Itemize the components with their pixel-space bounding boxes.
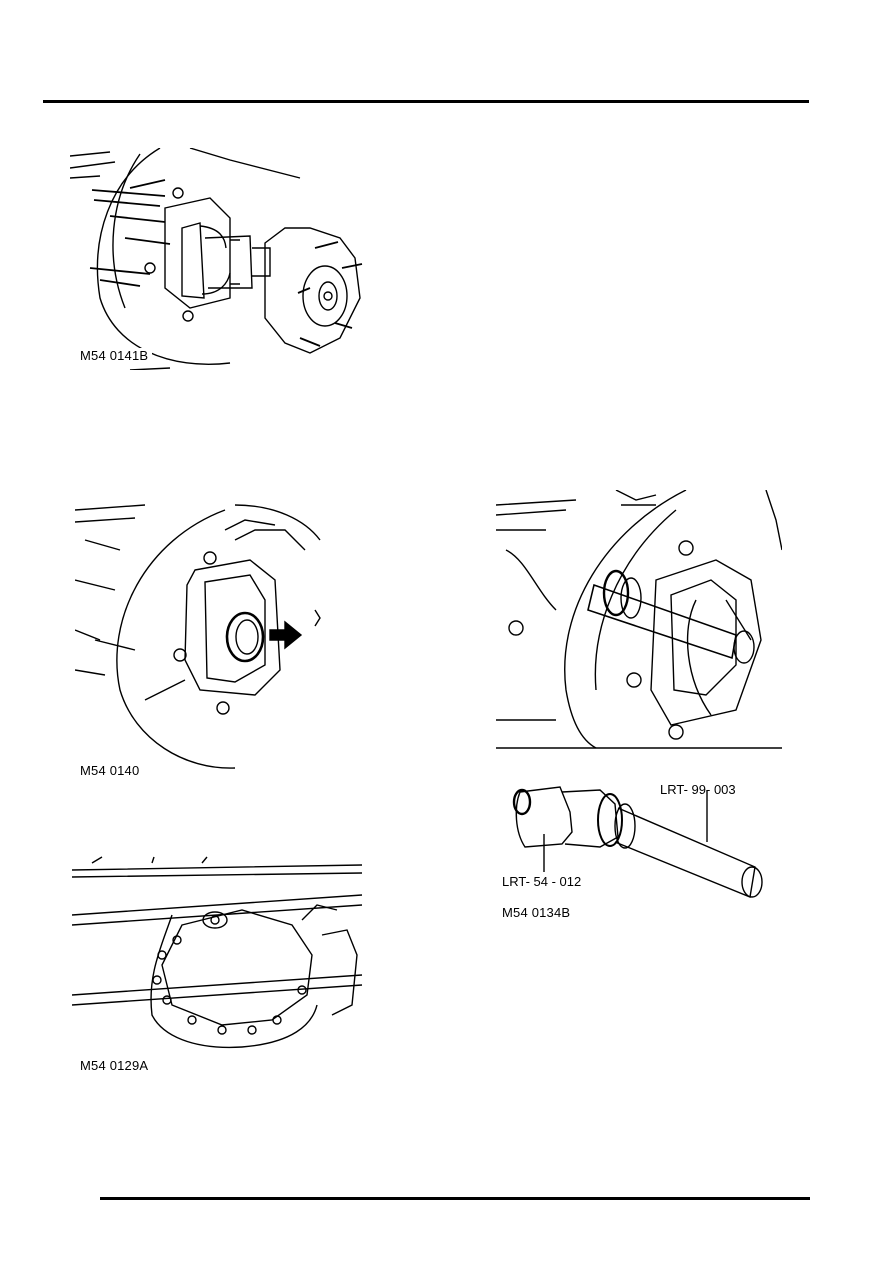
figure-caption: M54 0134B [502, 905, 571, 920]
figure-differential: M54 0129A [72, 855, 364, 1073]
top-rule [43, 100, 809, 103]
differential-drawing [72, 856, 363, 1049]
figure-caption: M54 0141B [80, 348, 153, 363]
figure-caption: M54 0140 [80, 763, 144, 778]
bottom-rule [100, 1197, 810, 1200]
tool-label-lrt-54-012: LRT- 54 - 012 [502, 874, 582, 889]
figure-oil-seal: M54 0140 [75, 500, 335, 778]
tool-label-lrt-99-003: LRT- 99- 003 [660, 782, 736, 797]
figure-service-tools: LRT- 99- 003 LRT- 54 - 012 M54 0134B [500, 762, 780, 920]
oil-seal-drawing [75, 504, 321, 769]
figure-caption: M54 0129A [80, 1058, 149, 1073]
seal-fitting-drawing [496, 490, 782, 749]
figure-hub-driveshaft: M54 0141B [70, 148, 370, 370]
hub-driveshaft-drawing [70, 148, 363, 370]
figure-seal-fitting [496, 490, 782, 752]
service-tools-drawing [512, 786, 763, 898]
